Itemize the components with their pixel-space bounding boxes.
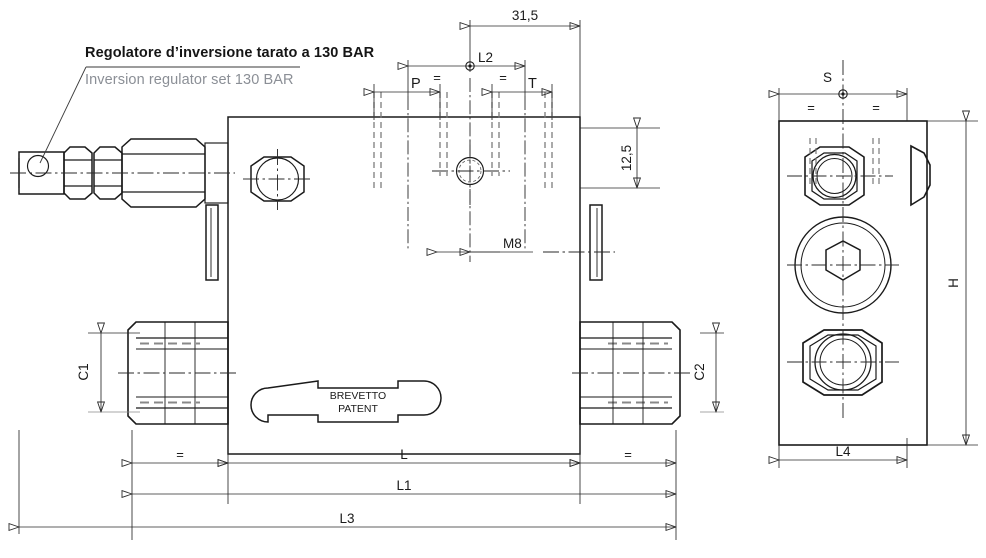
dim-12-5-label: 12,5 bbox=[619, 145, 634, 171]
equal-mark-left: = bbox=[433, 70, 441, 85]
top-dimension-chain bbox=[374, 20, 660, 252]
end-equal-right: = bbox=[872, 100, 880, 115]
dim-m8-label: M8 bbox=[503, 236, 522, 251]
flange-plate-right bbox=[589, 204, 603, 281]
nameplate-line1: BREVETTO bbox=[330, 390, 386, 402]
end-view bbox=[778, 120, 931, 446]
dim-31-5-label: 31,5 bbox=[512, 8, 538, 23]
nameplate-line2: PATENT bbox=[338, 403, 378, 415]
inversion-regulator-assembly bbox=[18, 138, 229, 281]
bottom-dimension-chain bbox=[19, 430, 676, 540]
end-view-centerlines bbox=[787, 60, 899, 420]
dim-p-label: P bbox=[411, 76, 421, 92]
dim-l2-label: L2 bbox=[478, 50, 493, 65]
dim-c1-label: C1 bbox=[76, 363, 91, 380]
dim-l1-label: L1 bbox=[396, 478, 411, 493]
side-bore-dimensions bbox=[88, 333, 724, 412]
dim-l3-label: L3 bbox=[339, 511, 354, 526]
annotation-leader-line bbox=[39, 66, 300, 164]
end-view-dimensions bbox=[779, 88, 978, 468]
port-axis-lines bbox=[407, 78, 526, 262]
valve-main-body bbox=[227, 116, 581, 455]
dim-c2-label: C2 bbox=[692, 363, 707, 380]
equal-mark-bottom-right: = bbox=[624, 447, 632, 462]
dim-t-label: T bbox=[528, 76, 537, 92]
equal-mark-bottom-left: = bbox=[176, 447, 184, 462]
end-equal-left: = bbox=[807, 100, 815, 115]
nameplate-brevetto-patent bbox=[250, 380, 442, 423]
annotation-italian: Regolatore d’inversione tarato a 130 BAR bbox=[85, 45, 375, 61]
equal-mark-right: = bbox=[499, 70, 507, 85]
dim-h-label: H bbox=[946, 278, 961, 288]
dim-l-label: L bbox=[400, 447, 408, 462]
end-view-thread-lines bbox=[809, 138, 880, 187]
annotation-english: Inversion regulator set 130 BAR bbox=[85, 72, 294, 88]
dim-l4-label: L4 bbox=[835, 444, 851, 459]
dim-s-label: S bbox=[823, 70, 832, 85]
